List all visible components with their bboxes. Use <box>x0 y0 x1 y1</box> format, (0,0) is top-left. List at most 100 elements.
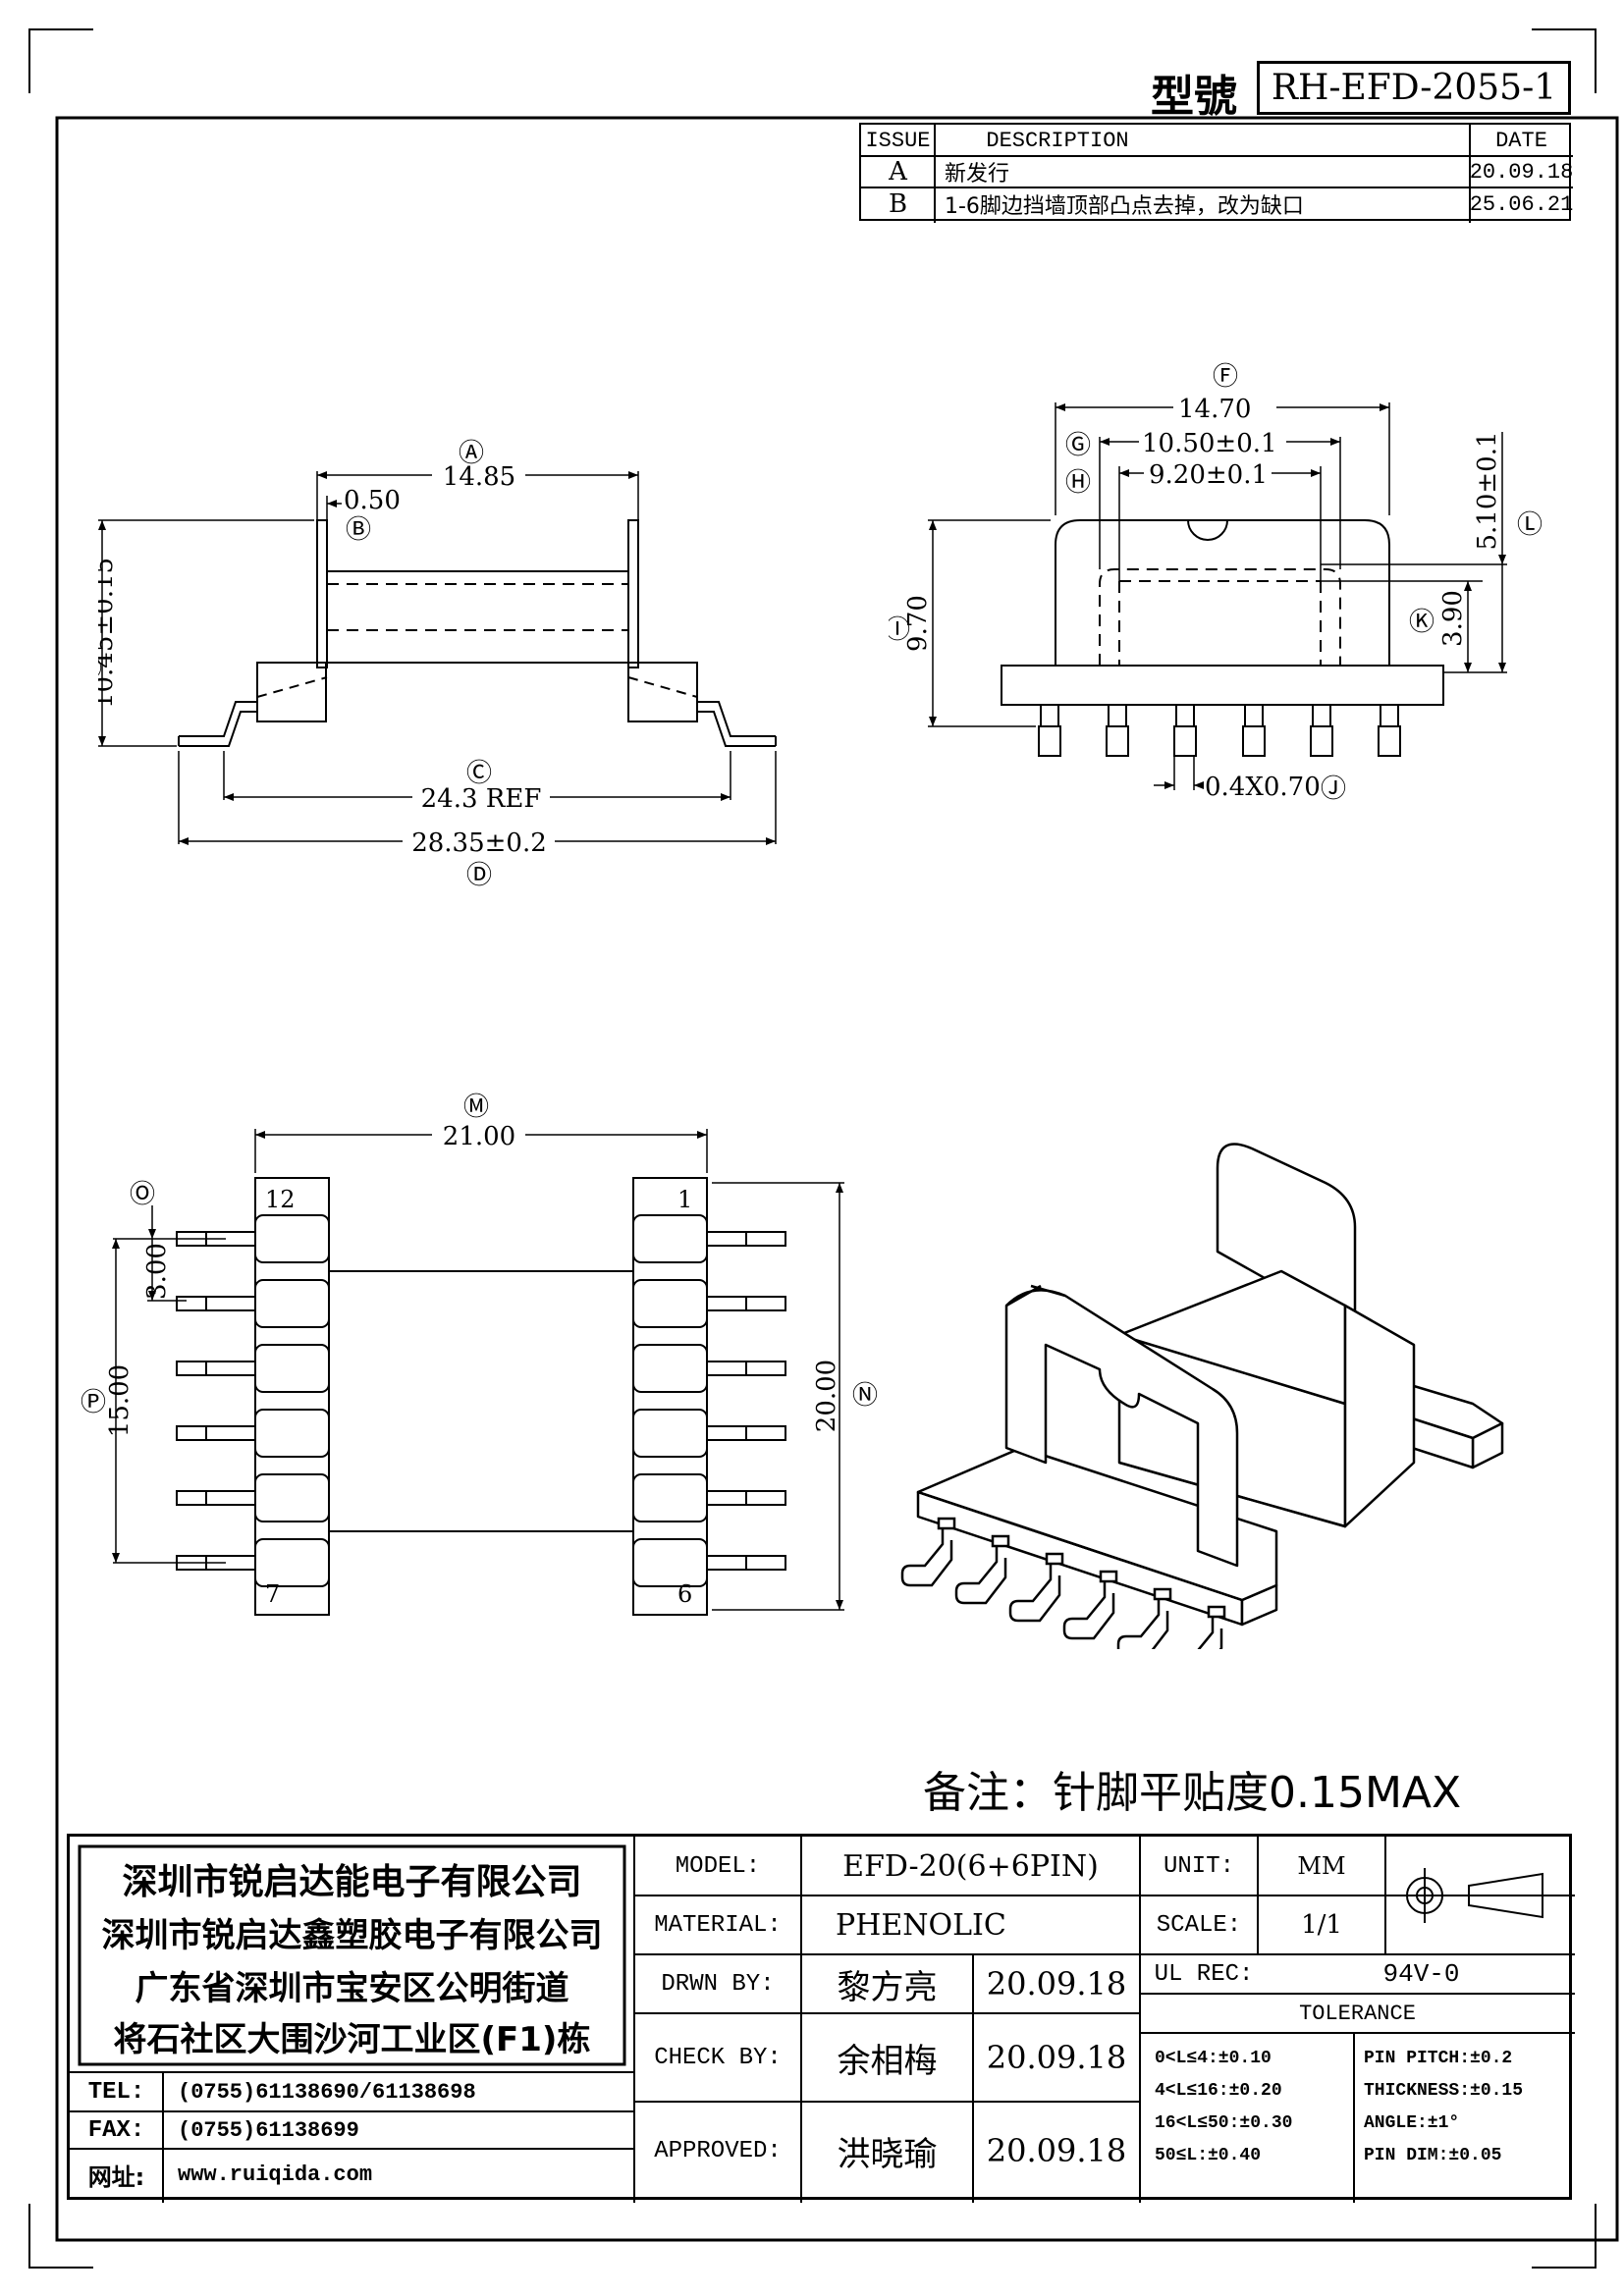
check-by-date: 20.09.18 <box>986 2039 1127 2076</box>
title-block: 深圳市锐启达能电子有限公司 深圳市锐启达鑫塑胶电子有限公司 广东省深圳市宝安区公… <box>67 1834 1575 2203</box>
unit-value: MM <box>1297 1852 1346 1880</box>
projection-symbol-icon <box>1397 1868 1543 1923</box>
material-value: PHENOLIC <box>836 1907 1006 1943</box>
revision-col-date: DATE <box>1495 128 1547 153</box>
tel-value: (0755)61138690/61138698 <box>178 2079 476 2105</box>
drawing-number-value: RH-EFD-2055-1 <box>1271 68 1557 108</box>
scale-value: 1/1 <box>1301 1910 1342 1940</box>
revision-table: ISSUE DESCRIPTION DATE A 新发行 20.09.18 B … <box>859 123 1574 223</box>
iso-pin-lead <box>1062 1579 1115 1640</box>
dim-a-value: 14.85 <box>443 462 515 492</box>
dim-f-value: 14.70 <box>1178 395 1251 424</box>
tolerance-row: ANGLE:±1° <box>1364 2113 1460 2133</box>
website-label: 网址: <box>87 2163 145 2191</box>
revision-row-description: 1-6脚边挡墙顶部凸点去掉，改为缺口 <box>945 194 1304 219</box>
dim-l-tag: Ⓛ <box>1517 510 1543 540</box>
pin-pocket-right <box>632 1538 708 1587</box>
dim-c-value: 24.3 REF <box>421 784 542 814</box>
tolerance-linear-list: 0<L≤4:±0.10 4<L≤16:±0.20 16<L≤50:±0.30 5… <box>1155 2043 1292 2172</box>
dim-n-tag: Ⓝ <box>852 1381 878 1411</box>
fax-label: FAX: <box>87 2116 145 2144</box>
revision-grid <box>861 125 1573 223</box>
pin-pocket-right <box>632 1473 708 1522</box>
fax-value: (0755)61138699 <box>178 2117 359 2143</box>
tel-label: TEL: <box>87 2078 145 2106</box>
pin-pocket-left <box>254 1344 330 1393</box>
iso-pin-lead <box>1116 1597 1169 1649</box>
pin-pocket-left <box>254 1279 330 1328</box>
dim-b-tag: Ⓑ <box>346 515 371 545</box>
tolerance-row: 16<L≤50:±0.30 <box>1155 2113 1293 2133</box>
iso-pin-lead <box>954 1544 1007 1605</box>
iso-pin-slot <box>1099 1570 1118 1583</box>
check-by-label: CHECK BY: <box>654 2044 782 2071</box>
dim-g-tag: Ⓖ <box>1065 431 1091 460</box>
pin-pocket-right <box>632 1344 708 1393</box>
dim-g-value: 10.50±0.1 <box>1142 429 1277 458</box>
dim-p-value: 15.00 <box>105 1364 135 1437</box>
dim-f-tag: Ⓕ <box>1213 362 1238 392</box>
ul-label: UL REC: <box>1154 1960 1254 1988</box>
dim-k-value: 3.90 <box>1438 590 1468 647</box>
dim-c-tag: Ⓒ <box>466 759 492 788</box>
dim-m-tag: Ⓜ <box>463 1093 489 1122</box>
approved-date: 20.09.18 <box>986 2132 1127 2169</box>
iso-pin-slot <box>1207 1605 1226 1619</box>
pin-left <box>176 1296 256 1311</box>
material-label: MATERIAL: <box>654 1911 782 1939</box>
iso-pin-lead <box>1008 1562 1061 1623</box>
pin-label-6: 6 <box>677 1580 692 1608</box>
pin-pocket-left <box>254 1214 330 1263</box>
tolerance-row: 0<L≤4:±0.10 <box>1155 2049 1272 2068</box>
pin-label-7: 7 <box>265 1580 280 1608</box>
dim-a-tag: Ⓐ <box>459 439 484 468</box>
pin-left <box>176 1361 256 1376</box>
company-name: 深圳市锐启达能电子有限公司 <box>122 1862 582 1902</box>
dim-o-value: 3.00 <box>142 1243 172 1300</box>
dim-l-value: 5.10±0.1 <box>1473 431 1502 550</box>
iso-pin-slot <box>991 1534 1010 1548</box>
ul-value: 94V-0 <box>1382 1959 1460 1989</box>
revision-row-description: 新发行 <box>945 162 1010 187</box>
drawn-by-date: 20.09.18 <box>986 1965 1127 2002</box>
dim-d-value: 28.35±0.2 <box>411 828 547 858</box>
pin-pocket-right <box>632 1409 708 1458</box>
tolerance-row: 4<L≤16:±0.20 <box>1155 2081 1282 2101</box>
pin-left <box>176 1490 256 1506</box>
dim-e-value: 10.45±0.15 <box>98 558 119 709</box>
iso-pin-lead <box>900 1526 953 1587</box>
approved-label: APPROVED: <box>654 2137 782 2164</box>
bottom-view: Ⓜ 21.00 20.00 Ⓝ Ⓞ 3.00 15.00 Ⓟ 12 1 7 6 <box>81 1093 878 1616</box>
pin-pocket-right <box>632 1279 708 1328</box>
isometric-view <box>900 1143 1504 1649</box>
model-value: EFD-20(6+6PIN) <box>842 1848 1099 1884</box>
revision-col-issue: ISSUE <box>865 128 931 153</box>
pin-label-12: 12 <box>265 1186 296 1213</box>
side-view: Ⓐ 14.85 0.50 Ⓑ 10.45±0.15 Ⓔ Ⓒ 24.3 REF 2… <box>98 439 777 890</box>
company-address-1: 广东省深圳市宝安区公明街道 <box>135 1968 569 2008</box>
drawn-by-label: DRWN BY: <box>661 1970 775 1998</box>
company-name-2: 深圳市锐启达鑫塑胶电子有限公司 <box>101 1915 603 1955</box>
dim-h-tag: Ⓗ <box>1065 468 1091 498</box>
dim-p-tag: Ⓟ <box>81 1388 106 1417</box>
end-view: Ⓕ 14.70 Ⓖ 10.50±0.1 Ⓗ 9.20±0.1 9.70 Ⓘ 5.… <box>889 362 1543 804</box>
dim-j-tag: Ⓙ <box>1321 774 1346 804</box>
revision-col-description: DESCRIPTION <box>986 128 1129 153</box>
drawn-by-name: 黎方亮 <box>837 1967 938 2007</box>
flatness-note: 备注：针脚平贴度0.15MAX <box>923 1768 1462 1818</box>
pin-left <box>176 1425 256 1441</box>
pin-pocket-left <box>254 1473 330 1522</box>
revision-row-date: 20.09.18 <box>1469 159 1574 185</box>
revision-row-date: 25.06.21 <box>1469 191 1574 217</box>
revision-row-issue: B <box>888 189 908 219</box>
tolerance-row: THICKNESS:±0.15 <box>1364 2081 1524 2101</box>
pin-pocket-left <box>254 1409 330 1458</box>
tolerance-row: 50≤L:±0.40 <box>1155 2146 1262 2165</box>
iso-pin-slot <box>937 1517 956 1530</box>
iso-pin-lead <box>1197 1615 1223 1649</box>
dim-e-tag: Ⓔ <box>98 655 102 684</box>
revision-row-issue: A <box>889 157 907 187</box>
dim-m-value: 21.00 <box>443 1122 515 1151</box>
dim-k-tag: Ⓚ <box>1409 608 1435 637</box>
